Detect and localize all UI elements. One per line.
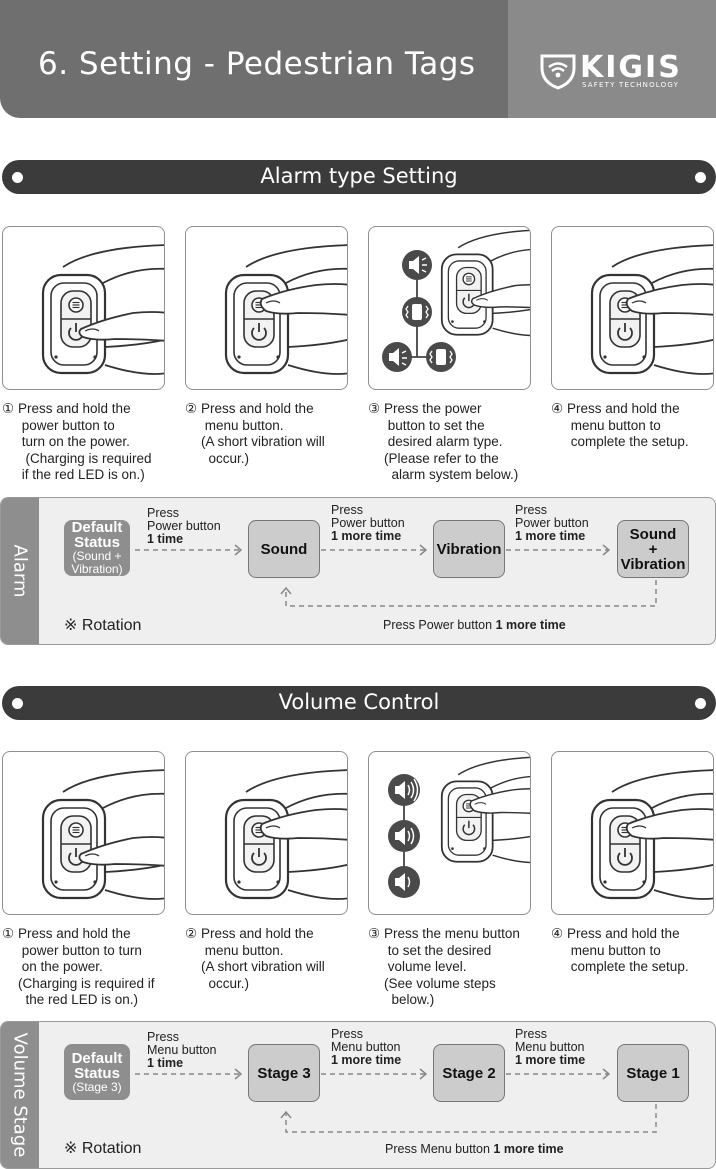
state-label: Vibration (436, 540, 502, 558)
hand-press-power-icon (41, 768, 164, 901)
step-text: Press the power button to set the desire… (384, 401, 519, 482)
volume-step-4-image (551, 751, 714, 915)
bar-dot-left (12, 698, 23, 709)
state-label: Stage 2 (442, 1064, 496, 1082)
volume-step-3-image (368, 751, 531, 915)
step-number: ① (2, 401, 15, 416)
bar-dot-left (12, 172, 23, 183)
bar-dot-right (695, 172, 706, 183)
hand-press-menu-icon (224, 243, 347, 376)
shield-wifi-icon (540, 54, 576, 90)
alarm-state-sound-vibration: Sound + Vibration (617, 520, 689, 578)
state-label: Stage 3 (257, 1064, 311, 1082)
alarm-step-1-image (2, 226, 165, 390)
step-text: Press and hold the power button to turn … (18, 401, 152, 482)
step-number: ③ (368, 401, 381, 416)
volume-side-label: Volume Stage (1, 1022, 39, 1168)
alarm-press-label-1: Press Power button 1 time (147, 506, 221, 546)
step-number: ① (2, 926, 15, 941)
state-label: Stage 1 (626, 1064, 680, 1082)
page-title: 6. Setting - Pedestrian Tags (38, 46, 476, 82)
logo-word: KIGIS (580, 50, 682, 85)
step-text: Press the menu button to set the desired… (384, 926, 520, 1007)
hand-press-menu-icon (590, 768, 713, 901)
step-number: ② (185, 401, 198, 416)
volume-press-label-3: Press Menu button 1 more time (515, 1027, 586, 1067)
volume-step-2-image (185, 751, 348, 915)
volume-section-title: Volume Control (278, 690, 440, 714)
volume-return-label: Press Menu button 1 more time (385, 1142, 564, 1156)
step-text: Press and hold the power button to turn … (18, 926, 155, 1007)
default-sub: (Stage 3) (72, 1079, 122, 1094)
alarm-return-label: Press Power button 1 more time (383, 618, 566, 632)
volume-rotation-note: ※ Rotation (64, 1140, 142, 1157)
volume-press-label-1: Press Menu button 1 time (147, 1030, 217, 1070)
alarm-step-2-image (185, 226, 348, 390)
step-number: ④ (551, 401, 564, 416)
volume-step-1-image (2, 751, 165, 915)
step-text: Press and hold the menu button to comple… (567, 401, 689, 449)
alarm-press-label-3: Press Power button 1 more time (515, 503, 589, 543)
alarm-rotation-note: ※ Rotation (64, 617, 142, 634)
step-number: ④ (551, 926, 564, 941)
alarm-flow-panel: Alarm Default Status (Sound + Vibration)… (0, 497, 716, 645)
alarm-state-vibration: Vibration (433, 520, 505, 578)
hand-press-menu-icon (590, 243, 713, 376)
alarm-step-4-image (551, 226, 714, 390)
volume-level-options-icon (388, 755, 530, 898)
state-label: Sound + Vibration (620, 525, 686, 573)
default-sub: (Sound + Vibration) (71, 549, 123, 576)
default-title: Default Status (71, 519, 123, 551)
volume-section-bar: Volume Control (2, 686, 716, 720)
page-header: 6. Setting - Pedestrian Tags KIGIS SAFET… (0, 0, 716, 118)
alarm-side-label: Alarm (1, 498, 39, 644)
alarm-type-options-icon (382, 228, 530, 372)
step-text: Press and hold the menu button to comple… (567, 926, 689, 974)
logo-tagline: SAFETY TECHNOLOGY (582, 81, 680, 89)
alarm-state-sound: Sound (248, 520, 320, 578)
kigis-logo: KIGIS SAFETY TECHNOLOGY (538, 50, 698, 92)
alarm-step-3-image (368, 226, 531, 390)
volume-default-status: Default Status (Stage 3) (64, 1044, 130, 1100)
step-text: Press and hold the menu button. (A short… (201, 401, 325, 466)
state-label: Sound (260, 540, 308, 558)
volume-state-stage-3: Stage 3 (248, 1044, 320, 1102)
flow-arrows (135, 544, 657, 607)
step-number: ② (185, 926, 198, 941)
volume-state-stage-2: Stage 2 (433, 1044, 505, 1102)
hand-press-menu-icon (224, 768, 347, 901)
volume-state-stage-1: Stage 1 (617, 1044, 689, 1102)
alarm-section-bar: Alarm type Setting (2, 160, 716, 194)
alarm-press-label-2: Press Power button 1 more time (331, 503, 405, 543)
header-title-block: 6. Setting - Pedestrian Tags (0, 0, 508, 118)
volume-flow-panel: Volume Stage Default Status (Stage 3) St… (0, 1021, 716, 1169)
flow-arrows (135, 1068, 657, 1133)
step-text: Press and hold the menu button. (A short… (201, 926, 325, 991)
hand-press-power-icon (41, 243, 164, 376)
default-title: Default Status (71, 1049, 123, 1082)
alarm-section-title: Alarm type Setting (260, 164, 458, 188)
step-number: ③ (368, 926, 381, 941)
alarm-default-status: Default Status (Sound + Vibration) (64, 520, 130, 576)
bar-dot-right (695, 698, 706, 709)
volume-press-label-2: Press Menu button 1 more time (331, 1027, 402, 1067)
